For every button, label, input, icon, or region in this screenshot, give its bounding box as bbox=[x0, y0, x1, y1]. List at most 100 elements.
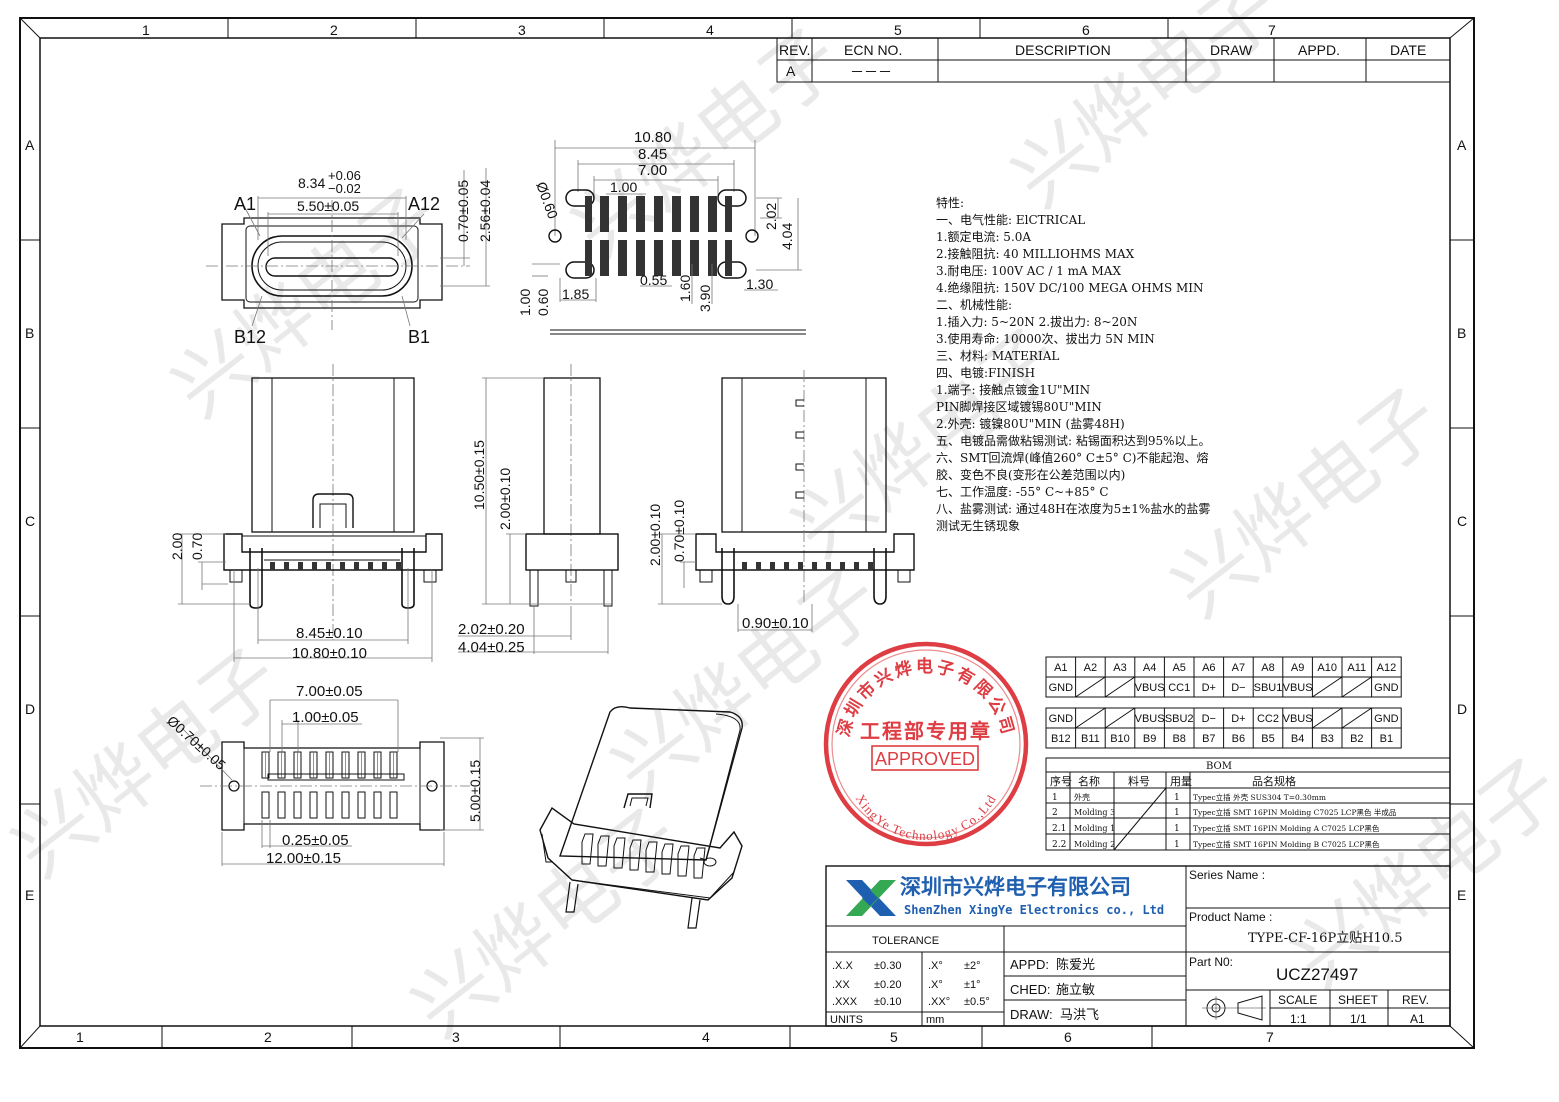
sheet-frame bbox=[19, 17, 1475, 1049]
rear-pin bbox=[840, 562, 845, 570]
tol-r3-c2: ±0.10 bbox=[874, 996, 901, 1008]
rear-pin bbox=[826, 562, 831, 570]
label-a1: A1 bbox=[234, 194, 256, 214]
spec-line: 二、机械性能: bbox=[936, 297, 1012, 312]
appd-label: APPD: bbox=[1010, 957, 1049, 972]
watermark-text: 兴烨电子 bbox=[0, 632, 298, 895]
spec-line: 3.耐电压: 100V AC / 1 mA MAX bbox=[936, 264, 1121, 278]
pin-signal-b: D+ bbox=[1231, 713, 1245, 725]
footprint-pad-top bbox=[618, 196, 627, 232]
footprint-pad-bottom bbox=[708, 240, 717, 276]
pin-label-b: B11 bbox=[1081, 733, 1100, 745]
title-block: 深圳市兴烨电子有限公司 ShenZhen XingYe Electronics … bbox=[825, 865, 1451, 1027]
bottom-pin-bottom bbox=[261, 791, 270, 819]
rear-pin bbox=[812, 562, 817, 570]
dim-fp-390: 3.90 bbox=[697, 285, 713, 312]
approval-stamp: 深圳市兴烨电子有限公司 工程部专用章 APPROVED XingYe Techn… bbox=[823, 641, 1029, 847]
pin-label-b: B7 bbox=[1202, 733, 1215, 745]
dim-rear-200: 2.00±0.10 bbox=[647, 504, 663, 566]
iso-pin bbox=[645, 841, 658, 873]
bottom-rail bbox=[267, 773, 405, 781]
spec-line: 特性: bbox=[936, 195, 964, 210]
rear-view-pins bbox=[742, 562, 873, 570]
bom-cell: Typec立插 SMT 16PIN Molding B C7025 LCP黑色 bbox=[1193, 839, 1380, 849]
spec-line: 六、SMT回流焊(峰值260° C±5° C)不能起泡、熔 bbox=[936, 450, 1208, 465]
footprint-pad-top bbox=[654, 196, 663, 232]
zone-row-right: E bbox=[1457, 887, 1466, 903]
zone-labels: 1 2 3 4 5 6 7 1 2 3 4 5 6 7 A B C D E A … bbox=[25, 22, 1467, 1045]
footprint-pads bbox=[585, 196, 732, 276]
pin-label-a: A2 bbox=[1084, 662, 1097, 674]
dim-fp-060: 0.60 bbox=[535, 289, 551, 316]
part-label: Part N0: bbox=[1189, 955, 1233, 969]
pin-label-a: A3 bbox=[1113, 662, 1126, 674]
zone-col-bottom: 1 bbox=[76, 1029, 84, 1045]
appd-header: APPD. bbox=[1298, 42, 1340, 58]
pin-signal-b: GND bbox=[1374, 713, 1399, 725]
description-header: DESCRIPTION bbox=[1015, 42, 1111, 58]
front-pin bbox=[354, 562, 359, 570]
units-value: mm bbox=[926, 1014, 944, 1026]
pin-empty-slash bbox=[1104, 676, 1136, 698]
footprint-pad-top bbox=[585, 196, 592, 232]
ched-name: 施立敏 bbox=[1056, 982, 1095, 997]
bom-title: BOM bbox=[1206, 761, 1232, 772]
pin-label-a: A1 bbox=[1054, 662, 1067, 674]
footprint-pad-top bbox=[690, 196, 699, 232]
rear-notch bbox=[795, 491, 804, 499]
pin-label-a: A7 bbox=[1232, 662, 1245, 674]
pcb-footprint: 10.80 8.45 7.00 1.00 Ø0.60 2.02 4.04 1.0… bbox=[517, 129, 806, 335]
dim-top-h2: 2.56±0.04 bbox=[477, 180, 493, 242]
spec-line: 1.额定电流: 5.0A bbox=[936, 229, 1031, 244]
rear-pin bbox=[770, 562, 775, 570]
pin-label-b: B10 bbox=[1110, 733, 1130, 745]
company-name-cn: 深圳市兴烨电子有限公司 bbox=[900, 875, 1131, 899]
rear-view: 2.00±0.10 0.70±0.10 0.90±0.10 bbox=[647, 370, 915, 632]
bom-cell: Molding 2 bbox=[1074, 840, 1115, 849]
footprint-pad-bottom bbox=[600, 240, 609, 276]
dim-fp-hole: Ø0.60 bbox=[533, 180, 561, 222]
pin-empty-slash bbox=[1104, 707, 1136, 729]
tol-r2-c4: ±1° bbox=[964, 979, 981, 991]
dim-front-1080: 10.80±0.10 bbox=[292, 645, 367, 662]
front-pin bbox=[382, 562, 387, 570]
rear-pin bbox=[784, 562, 789, 570]
spec-line: 五、电镀品需做粘锡测试: 粘锡面积达到95%以上。 bbox=[936, 433, 1211, 448]
pin-signal-b: CC2 bbox=[1257, 713, 1279, 725]
zone-row-left: B bbox=[25, 325, 34, 341]
company-name-en: ShenZhen XingYe Electronics co., Ltd bbox=[904, 903, 1164, 917]
side-view: 10.50±0.15 2.00±0.10 2.02±0.20 4.04±0.25 bbox=[458, 364, 619, 656]
tolerance-label: TOLERANCE bbox=[872, 935, 939, 947]
pin-signal-a: SBU1 bbox=[1254, 682, 1283, 694]
dim-fp-outer: 10.80 bbox=[634, 129, 672, 146]
dim-fp-202: 2.02 bbox=[763, 203, 779, 230]
projection-symbol-icon bbox=[1202, 995, 1266, 1021]
dim-rear-070: 0.70±0.10 bbox=[671, 500, 687, 562]
isometric-view bbox=[539, 705, 743, 929]
zone-row-left: A bbox=[25, 137, 35, 153]
spec-line: 八、盐雾测试: 通过48H在浓度为5±1%盐水的盐雾 bbox=[936, 501, 1210, 516]
bom-cell: Typec立插 SMT 16PIN Molding A C7025 LCP黑色 bbox=[1193, 823, 1380, 833]
watermark-text: 兴烨电子 bbox=[596, 552, 897, 815]
pin-label-b: B2 bbox=[1350, 733, 1363, 745]
pin-signal-b: VBUS bbox=[1135, 713, 1165, 725]
rear-view-notches bbox=[795, 399, 804, 499]
footprint-pad-bottom bbox=[690, 240, 699, 276]
dim-front-845: 8.45±0.10 bbox=[296, 625, 363, 642]
pin-label-a: A8 bbox=[1261, 662, 1274, 674]
pin-signal-a: VBUS bbox=[1283, 682, 1313, 694]
dim-fp-160: 1.60 bbox=[677, 275, 693, 302]
company-logo bbox=[846, 880, 896, 916]
pin-empty-slash bbox=[1312, 707, 1343, 729]
product-value: TYPE-CF-16P立贴H10.5 bbox=[1248, 931, 1402, 946]
label-b1: B1 bbox=[408, 327, 430, 347]
isometric-pins bbox=[581, 833, 706, 879]
front-pin bbox=[284, 562, 289, 570]
iso-pin bbox=[677, 845, 690, 877]
bom-header: 序号 bbox=[1050, 774, 1072, 788]
dim-bottom-025: 0.25±0.05 bbox=[282, 832, 349, 849]
scale-value: 1:1 bbox=[1290, 1012, 1307, 1026]
top-view: 8.34 +0.06 −0.02 5.50±0.05 A1 A12 B12 B1… bbox=[206, 168, 493, 347]
